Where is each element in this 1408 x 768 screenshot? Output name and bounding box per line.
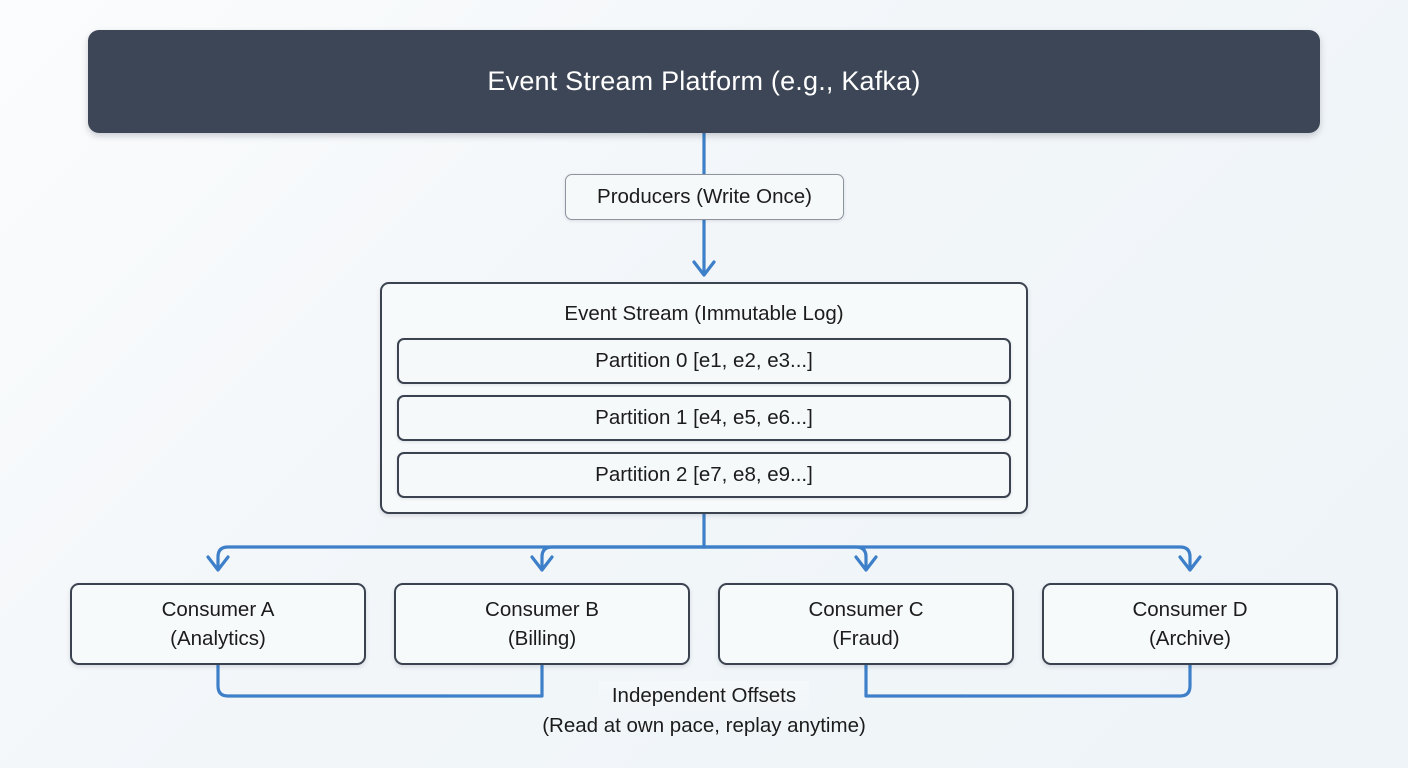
arrowhead-consumer-a (206, 555, 230, 572)
edge-bus-to-consumer-c (702, 545, 868, 568)
arrowhead-consumer-c (854, 555, 878, 572)
edge-bus-to-consumer-d (702, 545, 1192, 568)
partition-0-label: Partition 0 [e1, e2, e3...] (595, 348, 813, 372)
consumer-c-name: Consumer C (808, 597, 924, 621)
independent-offsets-caption: Independent Offsets (Read at own pace, r… (430, 681, 978, 740)
consumer-d-role: (Archive) (1148, 627, 1231, 650)
edge-consumer-d-to-offsets (960, 663, 1192, 698)
edge-consumer-a-to-offsets (216, 663, 448, 698)
consumer-b-role: (Billing) (507, 627, 577, 650)
event-stream-node: Event Stream (Immutable Log) Partition 0… (380, 282, 1028, 514)
consumer-a-role: (Analytics) (170, 627, 266, 650)
partition-0: Partition 0 [e1, e2, e3...] (397, 337, 1011, 384)
consumer-c-role: (Fraud) (832, 627, 900, 650)
edge-bus-to-consumer-a (216, 545, 706, 568)
partition-1: Partition 1 [e4, e5, e6...] (397, 394, 1011, 441)
consumer-b-name: Consumer B (485, 597, 599, 621)
arrowhead-consumer-d (1178, 555, 1202, 572)
consumer-d-name: Consumer D (1132, 597, 1248, 621)
consumer-d-node: Consumer D (Archive) (1042, 583, 1338, 665)
independent-offsets-subtitle: (Read at own pace, replay anytime) (542, 714, 866, 738)
consumer-b-node: Consumer B (Billing) (394, 583, 690, 665)
producers-label: Producers (Write Once) (597, 185, 812, 208)
arrowhead-consumer-b (530, 555, 554, 572)
partition-1-label: Partition 1 [e4, e5, e6...] (595, 405, 813, 429)
independent-offsets-title: Independent Offsets (598, 681, 810, 711)
arrowhead-to-event-stream (692, 260, 716, 277)
consumer-a-name: Consumer A (161, 597, 275, 621)
partition-2-label: Partition 2 [e7, e8, e9...] (595, 462, 813, 486)
edge-bus-to-consumer-b (540, 545, 706, 568)
consumer-a-node: Consumer A (Analytics) (70, 583, 366, 665)
platform-banner-label: Event Stream Platform (e.g., Kafka) (487, 66, 921, 96)
partition-2: Partition 2 [e7, e8, e9...] (397, 451, 1011, 498)
platform-banner: Event Stream Platform (e.g., Kafka) (88, 30, 1320, 133)
consumer-c-node: Consumer C (Fraud) (718, 583, 1014, 665)
event-stream-title: Event Stream (Immutable Log) (564, 302, 844, 325)
producers-node: Producers (Write Once) (565, 174, 844, 220)
